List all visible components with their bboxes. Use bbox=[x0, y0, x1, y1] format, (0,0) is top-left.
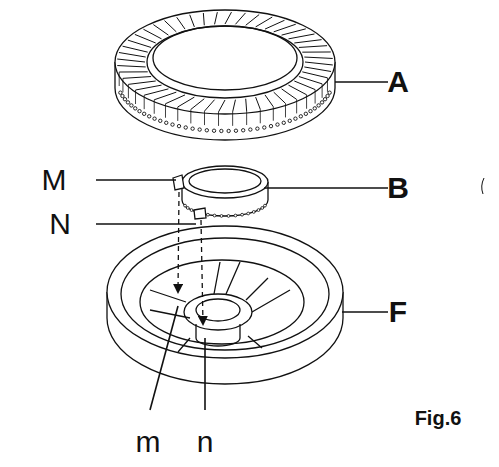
figure-number: Fig.6 bbox=[415, 408, 462, 428]
assembly-arrow bbox=[201, 220, 203, 324]
feature-letter: m bbox=[136, 427, 161, 457]
burner-base bbox=[107, 226, 343, 384]
part-letter: F bbox=[389, 297, 407, 327]
feature-letter: M bbox=[42, 165, 67, 195]
leader-lines bbox=[96, 82, 388, 410]
burner-ring bbox=[115, 10, 335, 140]
feature-letter: N bbox=[49, 209, 71, 239]
part-letter: A bbox=[387, 67, 409, 97]
edge-mark bbox=[482, 178, 484, 194]
assembly-arrow bbox=[178, 192, 179, 292]
part-letter: B bbox=[387, 173, 409, 203]
feature-letter: n bbox=[197, 427, 214, 457]
burner-cap bbox=[173, 166, 268, 219]
